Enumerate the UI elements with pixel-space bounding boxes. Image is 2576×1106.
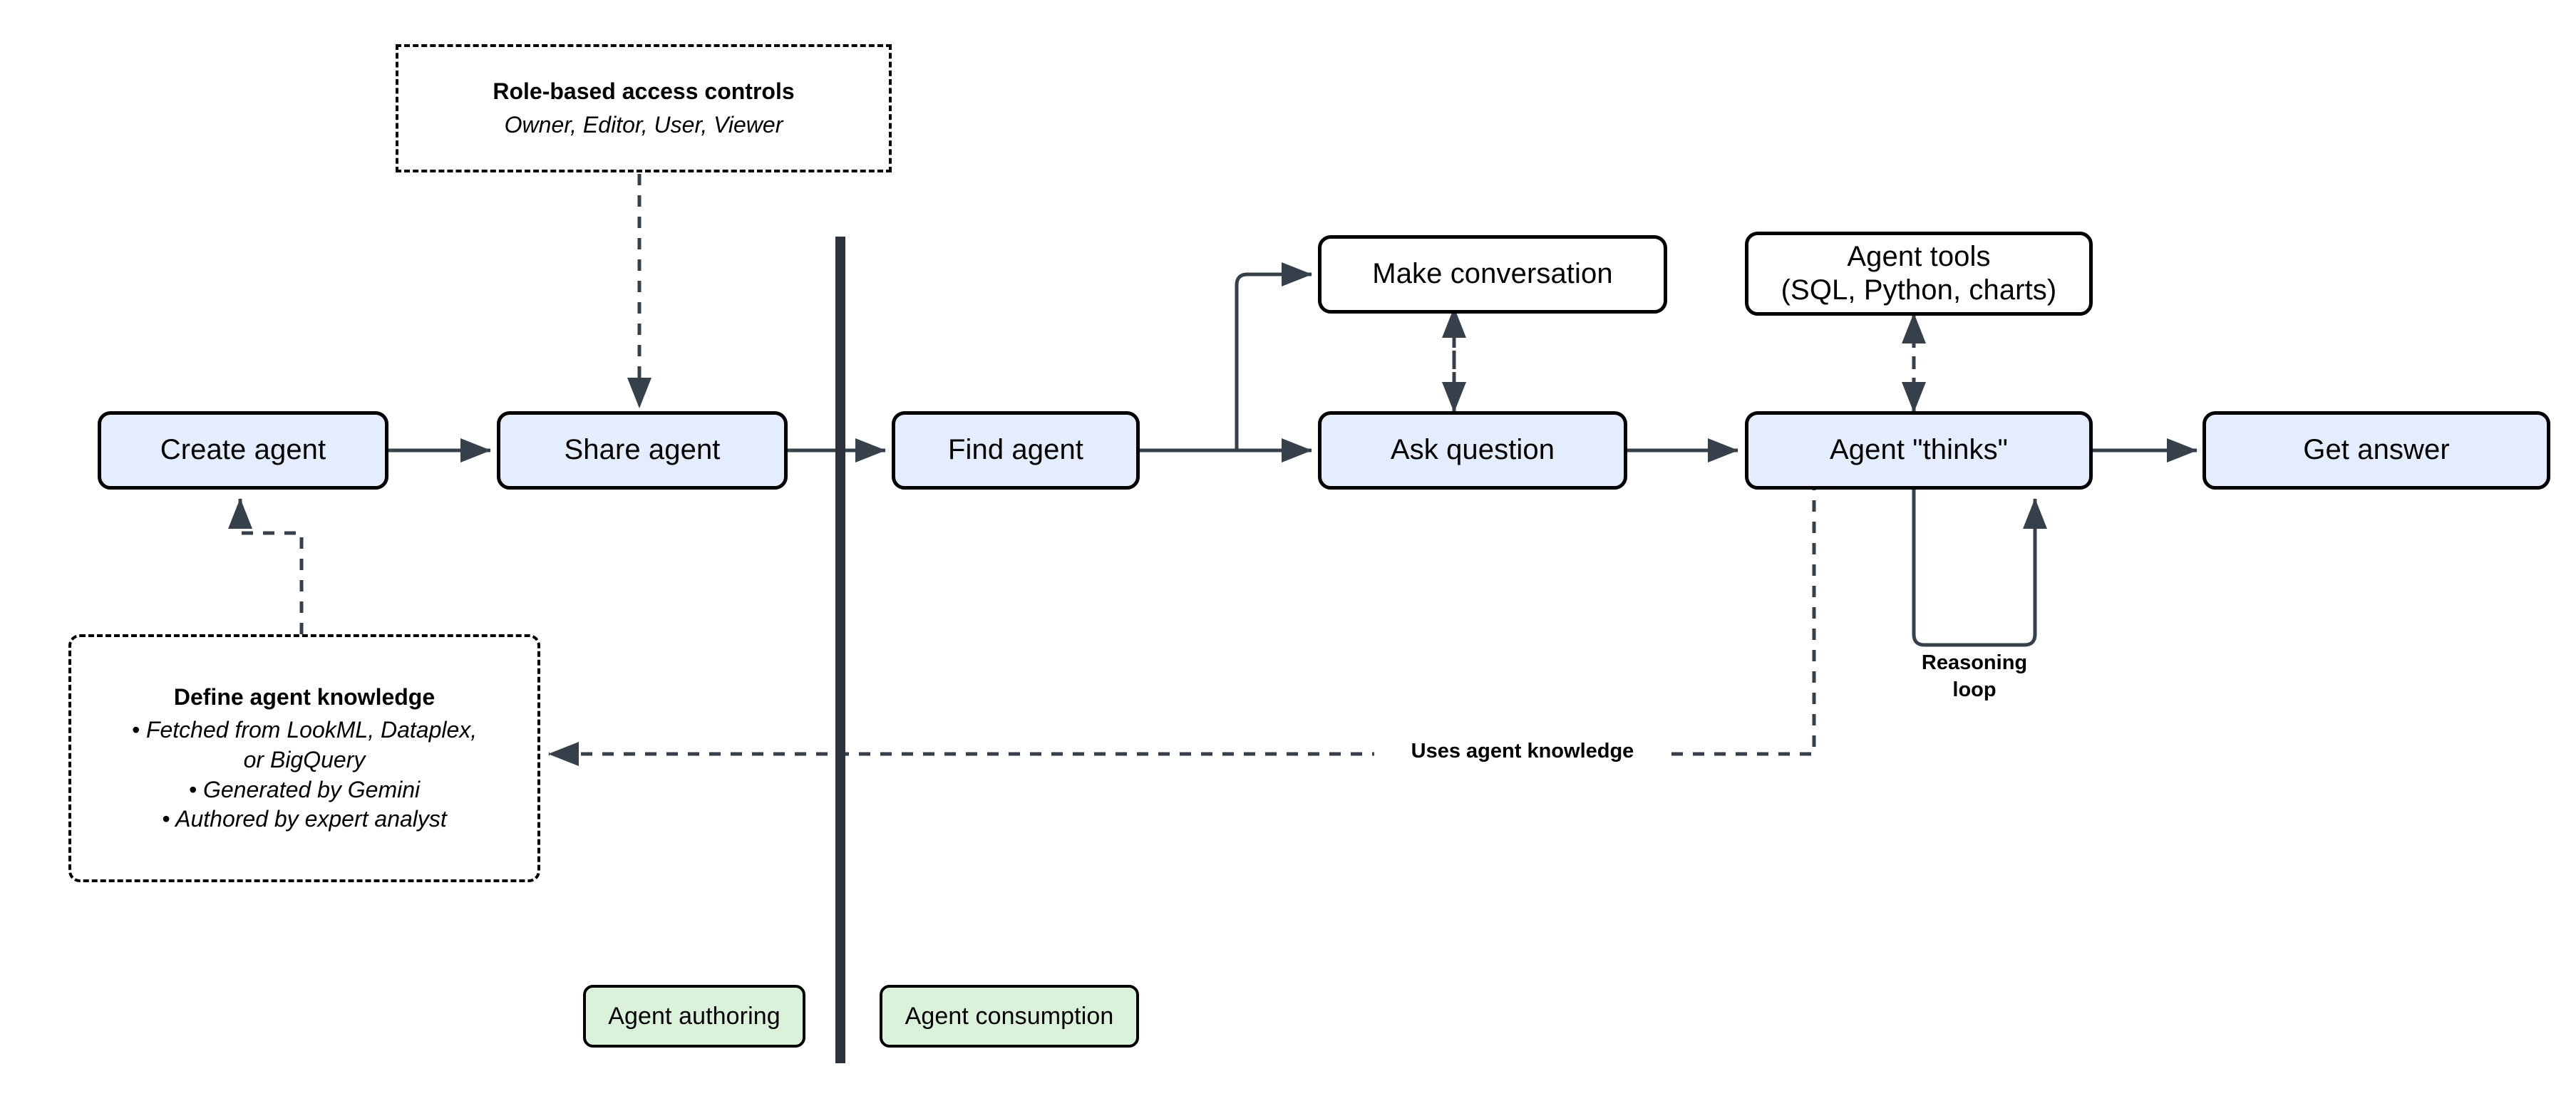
edge-reasoning-loop bbox=[1912, 479, 2047, 647]
node-create-agent[interactable]: Create agent bbox=[98, 411, 388, 490]
annotation-role-based-access-controls: Role-based access controls Owner, Editor… bbox=[396, 44, 892, 172]
node-get-answer-label: Get answer bbox=[2303, 434, 2450, 466]
node-get-answer[interactable]: Get answer bbox=[2203, 411, 2550, 490]
label-uses-agent-knowledge: Uses agent knowledge bbox=[1374, 738, 1671, 765]
knowledge-bullet-0: • Fetched from LookML, Dataplex, bbox=[131, 717, 478, 743]
node-find-agent[interactable]: Find agent bbox=[892, 411, 1140, 490]
node-agent-tools-line1: Agent tools bbox=[1847, 240, 1991, 272]
phase-agent-authoring[interactable]: Agent authoring bbox=[583, 985, 805, 1048]
knowledge-bullet-1: or BigQuery bbox=[243, 747, 366, 772]
node-agent-tools[interactable]: Agent tools (SQL, Python, charts) bbox=[1745, 232, 2093, 316]
rbac-subtitle: Owner, Editor, User, Viewer bbox=[504, 112, 783, 138]
label-reasoning-loop: Reasoning loop bbox=[1882, 650, 2067, 704]
knowledge-bullets: • Fetched from LookML, Dataplex, or BigQ… bbox=[132, 715, 477, 834]
node-ask-question-label: Ask question bbox=[1390, 434, 1555, 466]
node-make-conversation[interactable]: Make conversation bbox=[1318, 235, 1667, 314]
node-share-agent[interactable]: Share agent bbox=[497, 411, 788, 490]
phase-agent-consumption[interactable]: Agent consumption bbox=[880, 985, 1139, 1048]
phase-agent-consumption-label: Agent consumption bbox=[905, 1002, 1114, 1030]
node-share-agent-label: Share agent bbox=[564, 434, 721, 466]
node-agent-thinks[interactable]: Agent "thinks" bbox=[1745, 411, 2093, 490]
knowledge-bullet-3: • Authored by expert analyst bbox=[162, 806, 447, 832]
edge-branch-to-conversation bbox=[1235, 262, 1313, 450]
knowledge-title: Define agent knowledge bbox=[173, 684, 436, 710]
phase-divider bbox=[835, 237, 845, 1063]
edge-thinks-to-knowledge bbox=[547, 479, 1816, 767]
node-create-agent-label: Create agent bbox=[160, 434, 326, 466]
rbac-title: Role-based access controls bbox=[493, 78, 795, 104]
annotation-define-agent-knowledge: Define agent knowledge • Fetched from Lo… bbox=[68, 634, 540, 882]
node-agent-thinks-label: Agent "thinks" bbox=[1830, 434, 2008, 466]
node-make-conversation-label: Make conversation bbox=[1372, 258, 1613, 290]
node-agent-tools-line2: (SQL, Python, charts) bbox=[1781, 274, 2057, 306]
knowledge-bullet-2: • Generated by Gemini bbox=[188, 776, 421, 802]
edge-knowledge-to-create bbox=[227, 497, 304, 634]
phase-agent-authoring-label: Agent authoring bbox=[608, 1002, 780, 1030]
node-ask-question[interactable]: Ask question bbox=[1318, 411, 1627, 490]
node-find-agent-label: Find agent bbox=[947, 434, 1084, 466]
